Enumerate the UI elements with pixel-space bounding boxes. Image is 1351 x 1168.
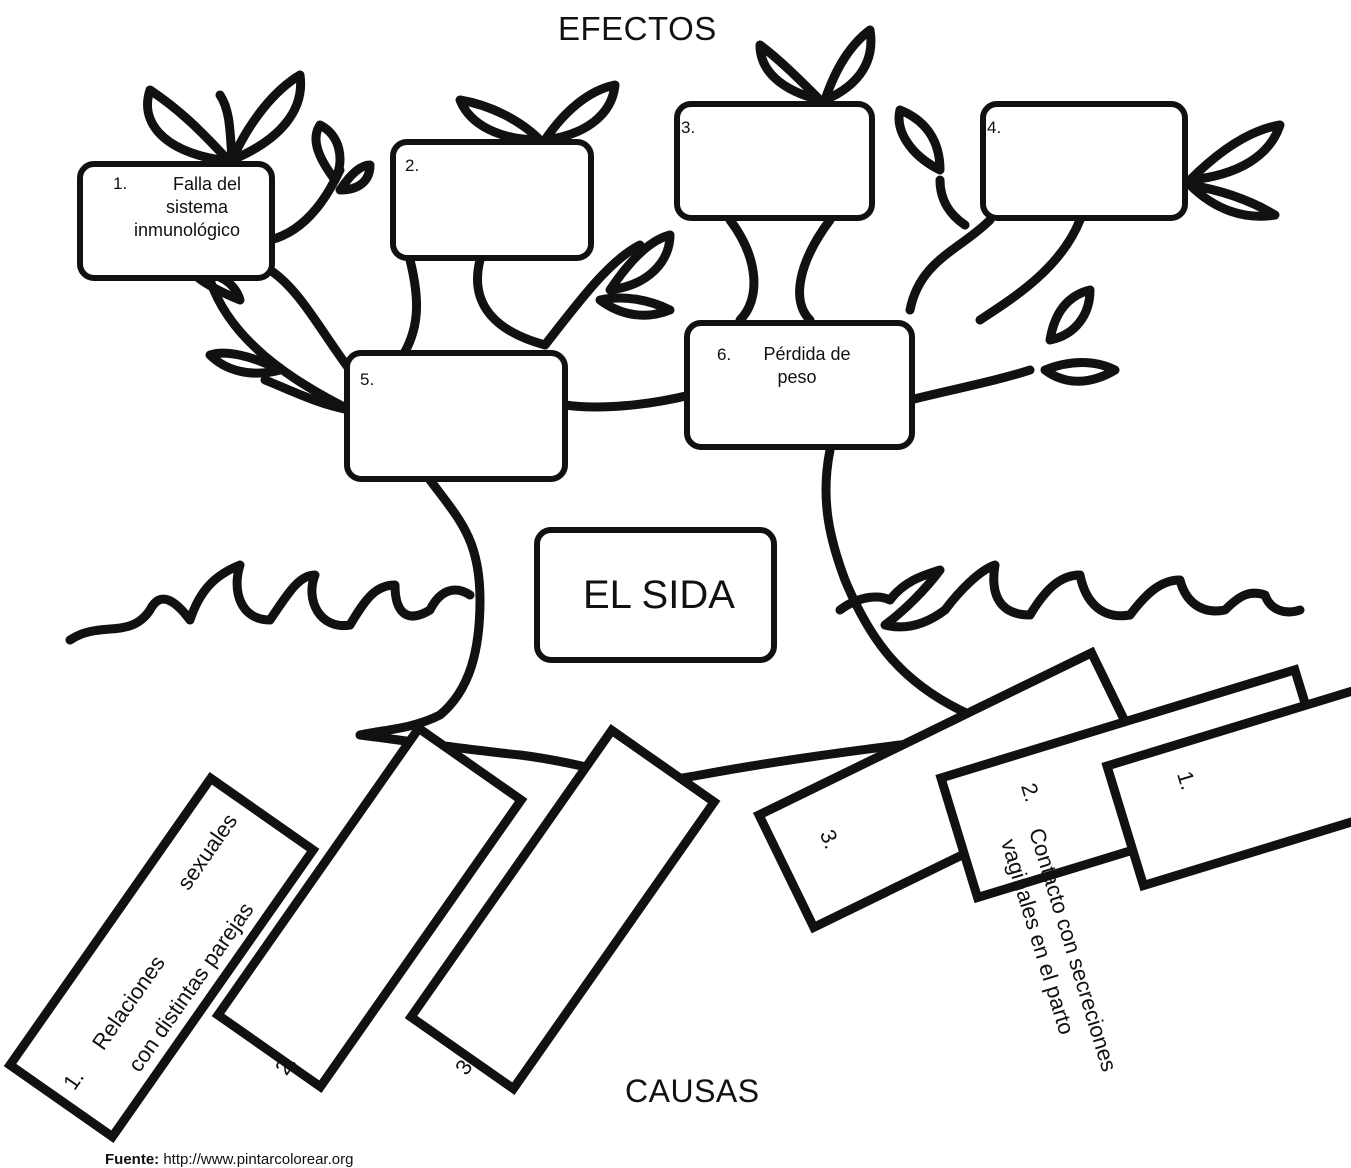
leaf [455,95,545,145]
leaf [205,348,285,378]
leaf [1185,180,1280,221]
leaf [820,25,876,105]
leaf [311,120,345,185]
effect-box-1 [77,161,275,281]
leaf [595,293,675,320]
effect-1-line-1: Falla del [172,174,242,194]
branch-2c [540,240,645,350]
center-label: EL SIDA [583,573,735,617]
branch-56 [560,390,695,412]
effect-1-line-3: inmunológico [133,220,241,240]
leaf [605,230,675,295]
effect-box-3 [674,101,875,221]
branch-3 [725,215,759,325]
grass-left [65,560,475,645]
effect-1-line-2: sistema [165,197,228,217]
effect-box-4 [980,101,1188,221]
leaf [894,105,945,175]
source-url: http://www.pintarcolorear.org [163,1151,354,1168]
branch-6 [905,365,1035,405]
branch-3b [795,215,835,325]
effect-6-line-1: Pérdida de [763,344,851,364]
effect-1-number: 1. [113,174,128,193]
leaf [335,160,375,195]
source-line: Fuente: http://www.pintarcolorear.org [105,1151,353,1168]
branch-1b [205,275,355,415]
effect-box-5 [344,350,568,482]
leaf [1045,285,1095,345]
trunk-left [355,475,645,785]
effect-6-line-2: peso [777,367,817,387]
branch-1c [265,165,345,245]
effect-box-6 [684,320,915,450]
cause-box-left-3 [404,724,721,1095]
cause-box-right-1 [1101,652,1351,892]
leaf [227,70,306,165]
branch-2b [473,255,550,350]
effects-heading: EFECTOS [558,10,717,47]
center-box [534,527,777,663]
source-label: Fuente: [105,1151,160,1168]
grass-right [835,560,1305,632]
branch-2 [395,255,421,365]
leaf [1185,120,1285,185]
leaf [1040,358,1120,386]
leaf [755,40,825,105]
effect-box-2 [390,139,594,261]
leaf [215,90,237,165]
branch-5 [260,375,355,415]
effect-6-number: 6. [717,345,732,364]
leaf [143,85,233,165]
effect-6-text: Pérdida de peso [742,343,872,389]
cause-box-left-1 [3,772,320,1143]
effect-1-text: Falla del sistema inmunológico [112,173,262,242]
effect-3-number: 3. [681,118,696,137]
leaf [540,80,620,145]
cause-box-left-2 [211,722,528,1093]
causes-heading: CAUSAS [625,1073,760,1109]
effect-4-number: 4. [987,118,1002,137]
effect-5-number: 5. [360,370,375,389]
effect-2-number: 2. [405,156,420,175]
branch-1 [265,265,355,375]
branch-4b [975,215,1085,325]
branch-4c [935,175,970,230]
branch-4 [905,215,995,315]
